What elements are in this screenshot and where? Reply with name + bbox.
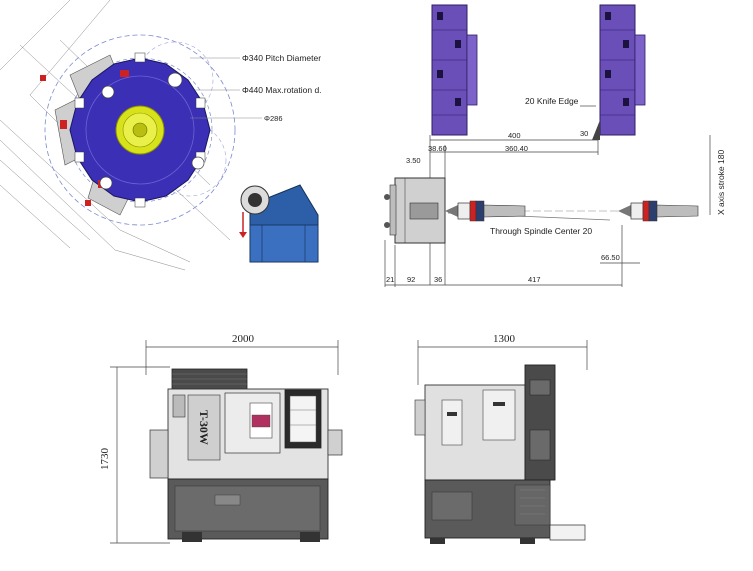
dim-30: 30 [580, 129, 588, 138]
turret-view: Φ340 Pitch Diameter Φ440 Max.rotation d.… [0, 0, 322, 271]
side-view: 1300 [414, 333, 588, 544]
spindle-view: 20 Knife Edge 400 30 38.60 360.40 3.50 X… [384, 4, 726, 287]
dim-3-50: 3.50 [406, 156, 421, 165]
front-width-label: 2000 [232, 333, 255, 345]
turret-hub [115, 105, 165, 155]
through-spindle-label: Through Spindle Center 20 [490, 226, 592, 236]
dim-21: 21 [386, 275, 394, 284]
tool-block-right [592, 4, 646, 140]
dim-417: 417 [528, 275, 541, 284]
front-view: 2000 1730 T-30W [99, 333, 343, 544]
max-rotation-label: Φ440 Max.rotation d. [242, 85, 322, 95]
pitch-diameter-label: Φ340 Pitch Diameter [242, 53, 321, 63]
tool-block-left [431, 4, 478, 136]
dim-66-50: 66.50 [601, 253, 620, 262]
spindle-motor-block [239, 184, 319, 263]
dim-36: 36 [434, 275, 442, 284]
side-depth-label: 1300 [493, 333, 516, 345]
live-center-right [618, 200, 699, 222]
dim-38-60: 38.60 [428, 144, 447, 153]
knife-edge-label: 20 Knife Edge [525, 96, 579, 106]
dim-400: 400 [508, 131, 521, 140]
x-axis-stroke-label: X axis stroke 180 [716, 150, 726, 215]
dim-92: 92 [407, 275, 415, 284]
front-height-label: 1730 [99, 448, 111, 471]
model-badge: T-30W [197, 410, 211, 445]
max-rotation-circle [44, 34, 236, 226]
live-center-left [445, 200, 526, 222]
chuck [384, 177, 446, 244]
dim-360-40: 360.40 [505, 144, 528, 153]
small-dim-label: Φ286 [264, 114, 283, 123]
